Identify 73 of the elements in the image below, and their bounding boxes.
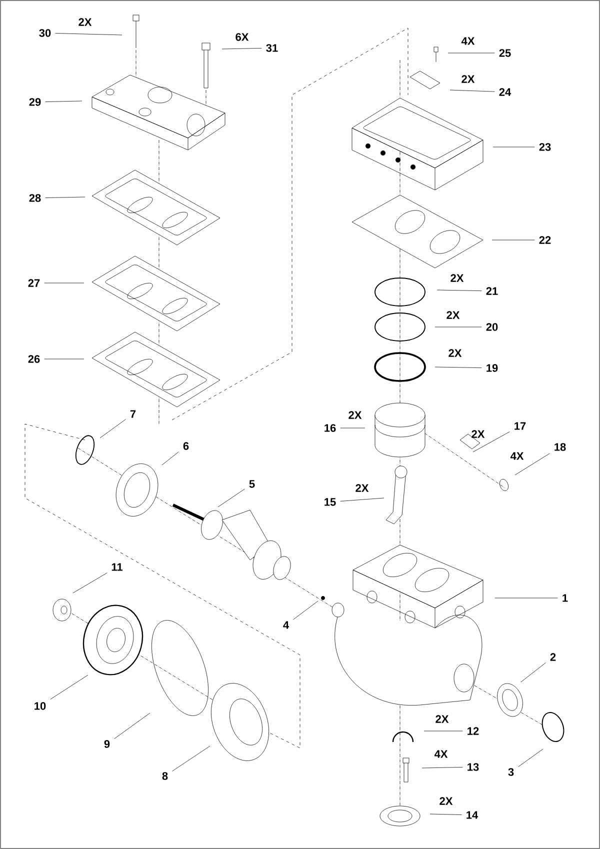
quantity-label: 2X: [356, 484, 369, 492]
callout-number: 22: [539, 236, 551, 244]
leader-line: [218, 488, 245, 508]
leader-line: [520, 662, 546, 682]
quantity-label: 4X: [434, 750, 448, 758]
leader-line: [293, 600, 318, 620]
leader-line: [518, 748, 544, 767]
leader-line: [448, 52, 495, 54]
callout-number: 7: [130, 410, 136, 418]
callout-number: 12: [468, 727, 479, 735]
callout-number: 1: [562, 594, 568, 602]
callout-number: 11: [112, 563, 122, 571]
quantity-label: 2X: [450, 274, 464, 282]
leader-line: [50, 674, 88, 700]
callout-number: 8: [162, 772, 168, 780]
quantity-label: 2X: [348, 411, 362, 419]
callout-number: 19: [486, 364, 498, 372]
leader-line: [72, 572, 108, 594]
leader-line: [45, 100, 82, 102]
leader-line: [492, 146, 535, 148]
callout-number: 15: [324, 498, 336, 506]
leader-line: [172, 746, 210, 772]
callout-number: 18: [554, 443, 566, 451]
callout-number: 5: [249, 480, 255, 488]
quantity-label: 4X: [461, 37, 475, 45]
leader-line: [162, 452, 179, 466]
leader-line: [222, 48, 262, 50]
leader-line: [114, 712, 150, 739]
leader-line: [340, 498, 384, 502]
callout-number: 21: [486, 287, 498, 295]
leader-line: [436, 290, 482, 292]
callout-number: 14: [466, 811, 478, 819]
callout-number: 2: [550, 653, 556, 661]
leader-line: [45, 196, 86, 198]
quantity-label: 2X: [446, 311, 460, 319]
callout-number: 3: [508, 768, 514, 776]
callout-number: 13: [468, 763, 479, 771]
callout-number: 4: [283, 621, 289, 629]
callout-number: 30: [39, 29, 51, 37]
callout-number: 20: [486, 323, 498, 331]
callout-number: 31: [266, 44, 278, 52]
callout-number: 16: [324, 424, 336, 432]
leader-line: [434, 366, 482, 368]
leader-line: [434, 326, 482, 328]
callout-number: 6: [183, 442, 189, 450]
callout-number: 10: [34, 702, 46, 710]
callout-number: 17: [514, 422, 526, 430]
callout-number: 29: [29, 98, 41, 106]
leader-line: [430, 814, 462, 815]
leader-line: [472, 432, 510, 452]
leader-line: [424, 730, 463, 732]
leader-line: [44, 358, 84, 360]
callout-number: 27: [28, 279, 40, 287]
quantity-label: 2X: [448, 349, 462, 357]
quantity-label: 2X: [78, 18, 92, 26]
callout-number: 9: [104, 740, 110, 748]
leader-line: [450, 90, 495, 92]
callout-number: 28: [29, 194, 41, 202]
leader-line: [44, 282, 84, 284]
leader-line: [55, 33, 122, 36]
callout-number: 26: [28, 355, 40, 363]
callout-number: 25: [499, 49, 511, 57]
quantity-label: 6X: [236, 33, 249, 41]
quantity-label: 4X: [510, 452, 524, 460]
callout-number: 23: [539, 143, 551, 151]
quantity-label: 2X: [436, 715, 449, 723]
leader-line: [100, 419, 126, 438]
leader-line: [514, 453, 550, 476]
callout-number: 24: [499, 88, 512, 96]
quantity-label: 2X: [440, 797, 453, 805]
leader-line: [422, 767, 463, 768]
quantity-label: 2X: [472, 430, 485, 438]
quantity-label: 2X: [462, 75, 475, 83]
